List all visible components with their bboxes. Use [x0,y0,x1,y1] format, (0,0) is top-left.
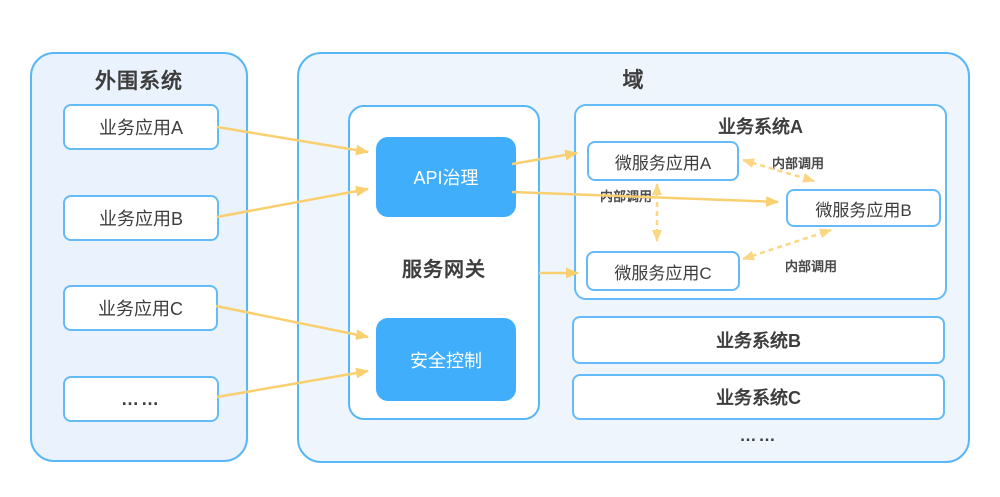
node-microservice-b: 微服务应用B [786,189,941,227]
domain-ellipsis: …… [739,426,778,445]
node-peripheral-ellipsis-label: …… [121,388,161,409]
node-security-control: 安全控制 [376,318,516,401]
node-peripheral-ellipsis: …… [63,376,219,422]
node-api-governance: API治理 [376,137,516,217]
node-api-governance-label: API治理 [413,168,479,188]
system-b-box: 业务系统B [572,316,945,364]
node-microservice-a: 微服务应用A [587,141,739,181]
system-c-label: 业务系统C [716,388,801,408]
label-internal-call-b-c: 内部调用 [785,259,838,274]
node-business-app-c: 业务应用C [63,285,218,331]
system-a-box: 业务系统A 微服务应用A 微服务应用B 微服务应用C 内部调用 内部调用 内部调… [574,104,947,300]
node-business-app-a-label: 业务应用A [98,118,183,138]
peripheral-panel: 外围系统 业务应用A 业务应用B 业务应用C …… [30,52,248,462]
label-internal-call-a-c: 内部调用 [600,189,653,204]
node-microservice-c-label: 微服务应用C [614,263,712,283]
gateway-box: API治理 服务网关 安全控制 [348,105,540,420]
node-business-app-c-label: 业务应用C [98,299,183,319]
system-a-title: 业务系统A [718,117,803,137]
domain-title: 域 [622,69,645,92]
label-internal-call-a-b: 内部调用 [772,156,825,171]
peripheral-title: 外围系统 [95,70,183,93]
node-business-app-b: 业务应用B [63,195,219,241]
node-business-app-a: 业务应用A [63,104,219,150]
node-microservice-a-label: 微服务应用A [614,153,712,173]
gateway-title: 服务网关 [402,259,486,281]
node-microservice-c: 微服务应用C [586,251,740,291]
node-business-app-b-label: 业务应用B [98,209,183,229]
node-security-control-label: 安全控制 [410,350,482,371]
domain-panel: 域 API治理 服务网关 安全控制 业务系统A 微服务应用A 微服务应用B 微服… [297,52,970,463]
node-microservice-b-label: 微服务应用B [815,200,912,220]
system-c-box: 业务系统C [572,374,945,420]
system-b-label: 业务系统B [716,331,801,351]
